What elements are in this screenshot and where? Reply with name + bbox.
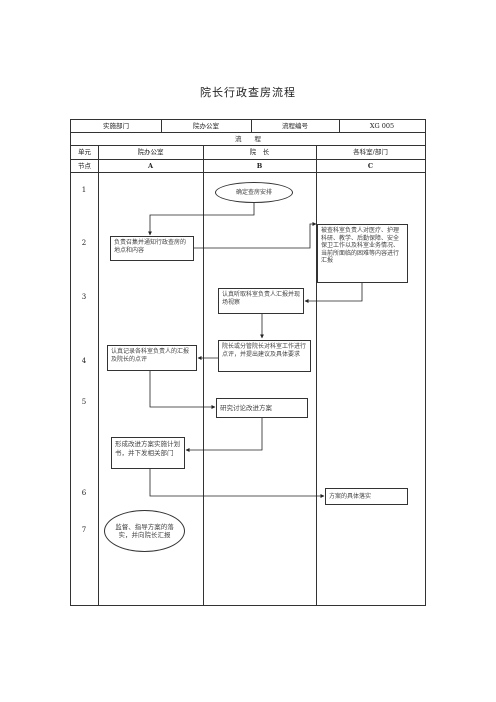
node-label: 节点 [78, 162, 91, 170]
row-divider [71, 132, 425, 133]
unit-label: 单元 [78, 148, 91, 156]
column-a-letter: A [147, 162, 154, 170]
node-number: 7 [81, 526, 87, 534]
column-c-letter: C [367, 162, 374, 170]
col-divider [98, 145, 99, 605]
col-divider [251, 120, 252, 132]
step-notify-rounds: 负责召集并通知行政查房的地点和内容 [110, 236, 194, 261]
col-divider [316, 145, 317, 605]
column-b-letter: B [256, 162, 263, 170]
code-value: XG 005 [369, 122, 395, 130]
step-record-minutes: 认真记录各科室负责人的汇报及院长的点评 [107, 345, 197, 371]
node-number: 3 [81, 293, 87, 301]
node-number: 4 [81, 357, 87, 365]
step-listen-inspect: 认真听取科室负责人汇报并现场视察 [218, 288, 304, 314]
column-c-name: 各科室/部门 [353, 148, 388, 156]
process-label: 流 程 [235, 135, 261, 143]
node-number: 1 [81, 186, 87, 194]
node-number: 6 [81, 489, 87, 497]
col-divider [339, 120, 340, 132]
step-draft-plan: 形成改进方案实施计划书，并下发相关部门 [111, 437, 185, 469]
col-divider [161, 120, 162, 132]
code-label: 流程编号 [282, 122, 308, 130]
step-president-review: 院长或分管院长对科室工作进行点评，并提出建议及具体要求 [218, 340, 311, 372]
step-confirm-schedule: 确定查房安排 [215, 182, 293, 203]
col-divider [203, 145, 204, 605]
column-b-name: 院 长 [249, 148, 270, 156]
dept-label: 实施部门 [103, 122, 129, 130]
step-implement-plan: 方案的具体落实 [325, 488, 408, 505]
step-discuss-plan: 研究讨论改进方案 [216, 398, 308, 418]
row-divider [71, 159, 425, 160]
row-divider [71, 145, 425, 146]
dept-value: 院办公室 [193, 122, 219, 130]
node-number: 2 [81, 239, 87, 247]
row-divider [71, 172, 425, 173]
step-department-report: 被查科室负责人对医疗、护理科研、教学、后勤保障、安全保卫工作以及科室业务情况、当… [317, 224, 408, 283]
page-title: 院长行政查房流程 [200, 86, 296, 99]
column-a-name: 院办公室 [137, 148, 164, 156]
step-supervise-report: 监督、指导方案的落实，并向院长汇报 [104, 510, 185, 552]
node-number: 5 [81, 398, 87, 406]
